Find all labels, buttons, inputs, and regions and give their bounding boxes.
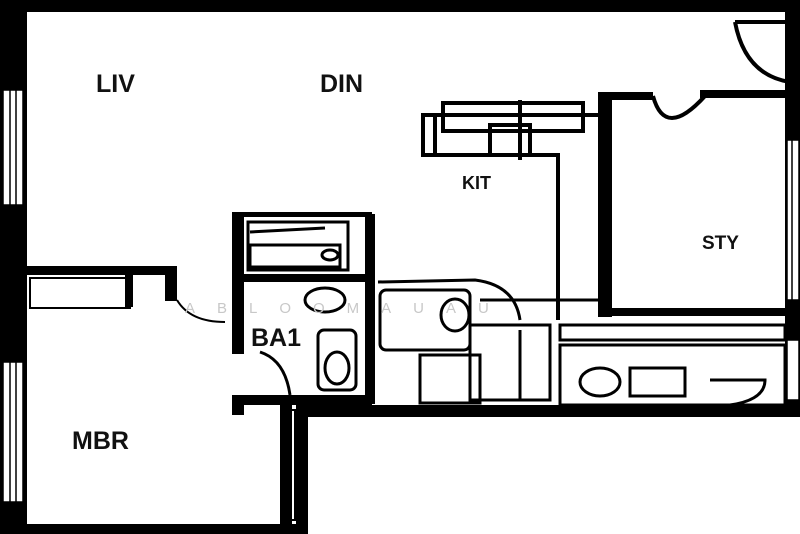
windows-left <box>2 89 24 503</box>
room-label-liv: LIV <box>96 70 135 98</box>
bathroom-fixtures <box>246 220 358 396</box>
room-label-din: DIN <box>320 70 364 98</box>
mbr-wall <box>27 266 177 307</box>
mbr-door <box>232 395 292 525</box>
utility-fixtures <box>377 278 787 407</box>
kitchen-counter <box>421 100 600 320</box>
mbr-closet <box>29 277 226 323</box>
study-door <box>651 94 707 120</box>
study-walls <box>598 90 785 317</box>
bathroom-walls <box>232 212 375 405</box>
room-label-sty: STY <box>702 233 739 254</box>
entry-door <box>733 20 791 84</box>
room-label-mbr: MBR <box>72 427 129 455</box>
room-label-ba1: BA1 <box>251 324 302 352</box>
windows-right <box>786 139 800 401</box>
room-label-kit: KIT <box>462 173 491 193</box>
mbr-door-frame <box>284 409 296 521</box>
watermark: ABLOOMAUAU <box>185 300 511 317</box>
